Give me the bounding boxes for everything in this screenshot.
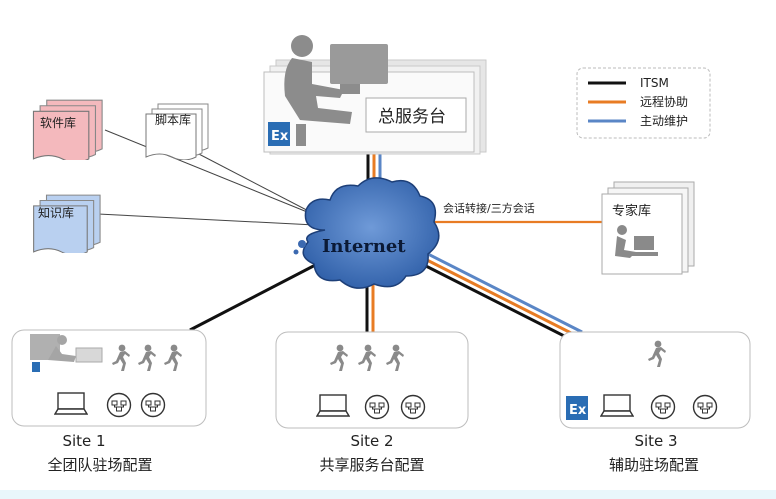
switch-icon: [400, 394, 426, 420]
site-3-badge-text: Ex: [569, 403, 587, 418]
site-1-desc: 全团队驻场配置: [47, 456, 152, 474]
site-2: Site 2 共享服务台配置: [275, 331, 469, 474]
service-desk: 总服务台 Ex: [263, 35, 487, 155]
laptop-icon: [54, 392, 88, 415]
expert-person-icon: [615, 225, 658, 258]
bottom-bar: [0, 490, 776, 499]
connection-label: 会话转接/三方会话: [443, 201, 535, 215]
site-1: Site 1 全团队驻场配置: [11, 329, 207, 474]
script-library: 脚本库: [145, 103, 209, 160]
switch-icon: [106, 392, 132, 418]
site-1-name: Site 1: [62, 432, 105, 450]
expert-library: 专家库: [601, 181, 695, 275]
internet-label: Internet: [322, 236, 406, 257]
site-3: Ex Site 3 辅助驻场配置: [559, 331, 751, 474]
site-3-badge: [566, 396, 588, 420]
service-desk-label-box: [365, 97, 467, 133]
line-site1-itsm: [189, 258, 326, 332]
laptop-icon: [600, 394, 634, 417]
knowledge-library: 知识库: [33, 194, 101, 253]
switch-icon: [364, 394, 390, 420]
switch-icon: [692, 394, 718, 420]
expert-library-label: 专家库: [612, 203, 651, 219]
line-software-internet: [104, 129, 323, 219]
site-2-desc: 共享服务台配置: [319, 456, 424, 474]
service-desk-badge-text: Ex: [271, 129, 289, 144]
operator-icon: [284, 35, 388, 146]
site-3-name: Site 3: [634, 432, 677, 450]
internet-cloud: Internet: [293, 177, 440, 289]
switch-icon: [650, 394, 676, 420]
site-3-desc: 辅助驻场配置: [609, 456, 699, 474]
software-library: 软件库: [32, 99, 103, 160]
line-site3-remote: [420, 255, 580, 339]
line-script-internet: [194, 151, 323, 219]
line-site3-proactive: [423, 250, 583, 334]
site-1-operator-icon: [30, 334, 103, 372]
legend-label-remote: 远程协助: [640, 94, 688, 109]
knowledge-library-label: 知识库: [38, 205, 74, 220]
script-library-label: 脚本库: [155, 112, 191, 127]
line-knowledge-internet: [97, 213, 316, 226]
legend: ITSM 远程协助 主动维护: [576, 67, 711, 139]
service-desk-badge: [268, 122, 290, 146]
line-site3-itsm: [417, 260, 577, 344]
site-2-name: Site 2: [350, 432, 393, 450]
service-desk-label: 总服务台: [378, 107, 446, 127]
switch-icon: [140, 392, 166, 418]
laptop-icon: [316, 394, 350, 417]
legend-label-itsm: ITSM: [640, 76, 669, 90]
legend-label-proactive: 主动维护: [640, 114, 688, 128]
software-library-label: 软件库: [40, 115, 76, 130]
